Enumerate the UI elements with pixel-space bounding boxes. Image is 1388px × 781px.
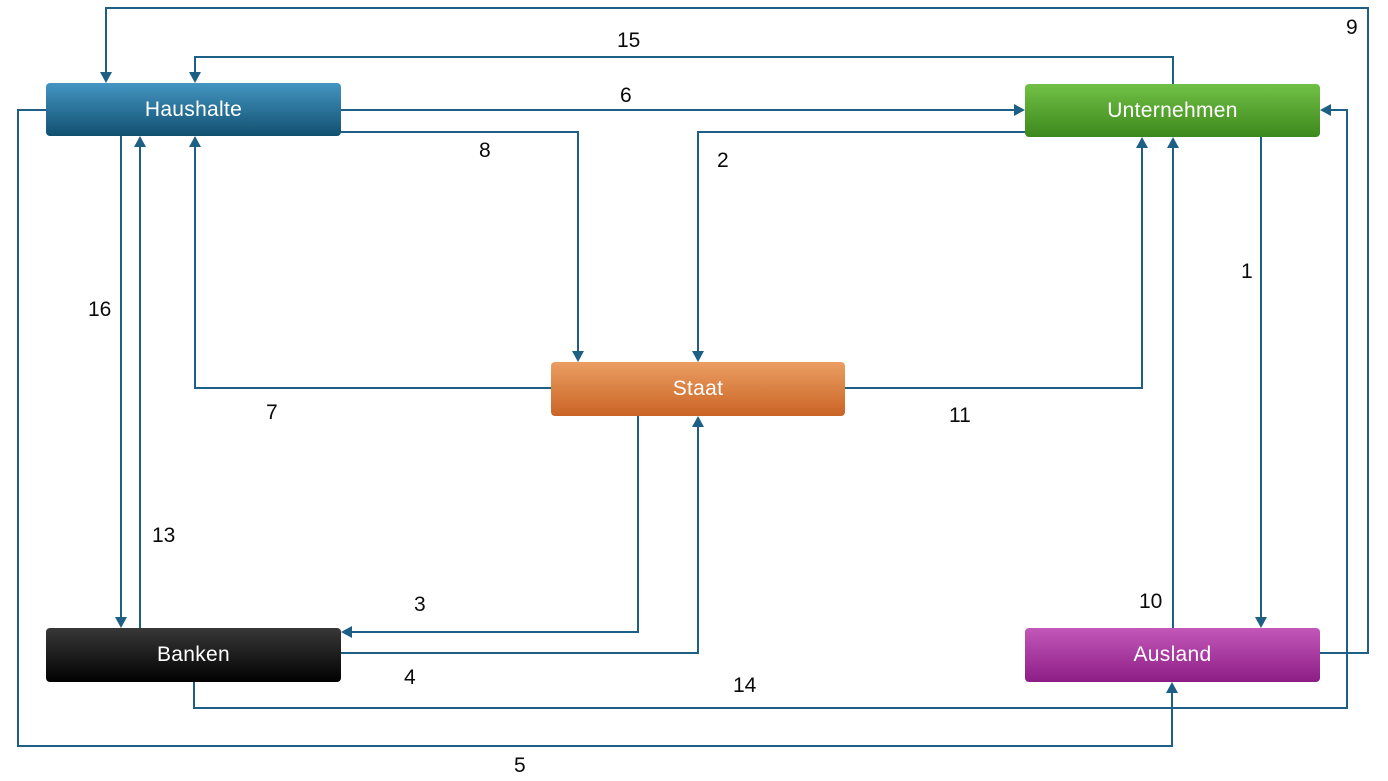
edge-10-segment (1172, 147, 1174, 628)
node-staat-label: Staat (672, 377, 724, 400)
edge-3-label: 3 (414, 593, 426, 616)
edge-7-arrowhead (189, 136, 201, 147)
edge-14-label: 14 (733, 674, 757, 697)
edge-4-segment (697, 426, 699, 654)
edge-15-label: 15 (617, 29, 641, 52)
node-haushalte-label: Haushalte (144, 97, 243, 121)
edge-14-segment (193, 707, 1348, 709)
edge-16-arrowhead (115, 617, 127, 628)
edge-4-label: 4 (404, 666, 416, 689)
edge-4-arrowhead (692, 416, 704, 427)
node-unternehmen: Unternehmen (1025, 84, 1320, 137)
edge-2-label: 2 (717, 149, 729, 172)
edge-3-segment (351, 631, 638, 633)
node-ausland-label: Ausland (1133, 643, 1212, 666)
node-unternehmen-label: Unternehmen (1107, 98, 1238, 122)
edge-14-segment (1346, 109, 1348, 709)
edge-8-segment (577, 131, 579, 351)
edge-9-segment (1367, 7, 1369, 654)
edge-11-arrowhead (1136, 137, 1148, 148)
edge-13-segment (139, 146, 141, 628)
edge-5-segment (17, 109, 46, 111)
edge-5-segment (1171, 692, 1173, 747)
edge-15-segment (194, 56, 196, 73)
edge-16-segment (120, 136, 122, 618)
edge-5-arrowhead (1166, 682, 1178, 693)
edge-13-label: 13 (152, 524, 176, 547)
edge-2-segment (697, 131, 1025, 133)
edge-10-label: 10 (1139, 590, 1163, 613)
edge-8-segment (341, 131, 579, 133)
edge-5-segment (17, 745, 1173, 747)
edge-6-label: 6 (620, 84, 632, 107)
edge-11-segment (845, 387, 1143, 389)
edge-10-arrowhead (1167, 137, 1179, 148)
edge-5-label: 5 (514, 754, 526, 777)
edge-2-arrowhead (692, 351, 704, 362)
node-haushalte: Haushalte (46, 83, 341, 136)
edge-9-segment (105, 7, 107, 73)
edge-11-segment (1141, 147, 1143, 389)
edge-7-label: 7 (266, 401, 278, 424)
edge-9-segment (1320, 652, 1369, 654)
edge-3-segment (637, 416, 639, 633)
edge-1-label: 1 (1241, 260, 1253, 283)
node-staat: Staat (551, 362, 845, 416)
edge-8-arrowhead (572, 351, 584, 362)
edge-1-arrowhead (1255, 617, 1267, 628)
edge-2-segment (697, 131, 699, 352)
node-banken-label: Banken (156, 643, 231, 666)
node-ausland: Ausland (1025, 628, 1320, 682)
edge-6-arrowhead (1014, 104, 1025, 116)
edge-3-arrowhead (341, 626, 352, 638)
edge-14-arrowhead (1320, 104, 1331, 116)
edge-11-label: 11 (949, 404, 971, 427)
edge-15-arrowhead (189, 72, 201, 83)
edge-9-segment (105, 7, 1369, 9)
edge-5-segment (17, 109, 19, 747)
edge-16-label: 16 (88, 298, 112, 321)
edge-13-arrowhead (134, 136, 146, 147)
edge-15-segment (194, 56, 1174, 58)
edge-1-segment (1260, 137, 1262, 618)
edge-9-arrowhead (100, 72, 112, 83)
edge-14-segment (1331, 109, 1348, 111)
edge-15-segment (1172, 56, 1174, 84)
edge-7-segment (194, 387, 551, 389)
node-banken: Banken (46, 628, 341, 682)
edge-9-label: 9 (1346, 16, 1358, 39)
edge-7-segment (194, 146, 196, 389)
edge-14-segment (193, 682, 195, 709)
edge-8-label: 8 (479, 139, 491, 162)
edge-6-segment (341, 109, 1014, 111)
edge-4-segment (341, 652, 699, 654)
